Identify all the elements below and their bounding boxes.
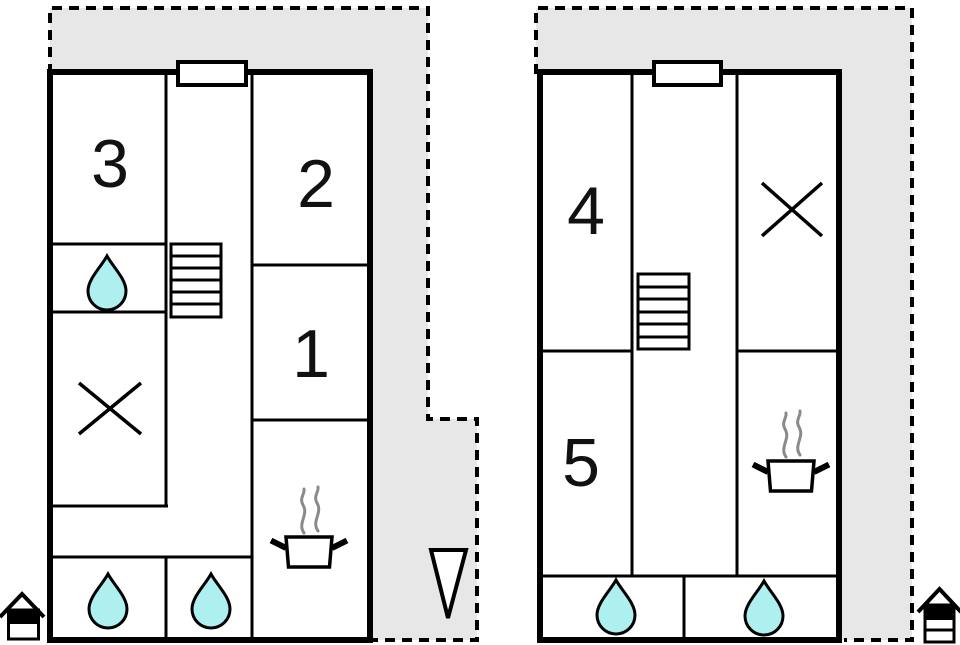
room-label-2: 2 (297, 146, 335, 222)
door-opening (176, 60, 248, 87)
steam-icon (782, 411, 789, 459)
cooking-pot-icon (269, 485, 349, 569)
down-arrow-icon (428, 548, 469, 619)
water-drop-icon (190, 570, 232, 630)
room-label-1: 1 (292, 316, 330, 392)
water-drop-icon (743, 577, 785, 637)
room-label-3: 3 (91, 126, 129, 202)
building-outline (537, 69, 842, 643)
cooking-pot-icon (751, 409, 831, 493)
water-drop-icon (87, 570, 129, 630)
door-opening (652, 60, 723, 87)
water-drop-icon (595, 576, 637, 636)
no-access-x-icon (77, 381, 143, 436)
no-access-x-icon (760, 181, 824, 238)
stairs-icon (169, 242, 223, 319)
room-label-5: 5 (562, 425, 600, 501)
steam-icon (314, 485, 321, 533)
water-drop-icon (86, 252, 128, 312)
terrace-boundary-dashed (48, 6, 479, 642)
entrance-house-icon (0, 591, 46, 641)
steam-icon (300, 487, 307, 535)
plan-left: 3 2 1 (47, 6, 479, 643)
stairs-icon (636, 272, 691, 351)
terrace-boundary-dashed (534, 6, 914, 642)
steam-icon (796, 409, 803, 457)
plan-right: 4 5 (534, 6, 914, 643)
entrance-house-icon (916, 586, 960, 644)
room-label-4: 4 (567, 173, 605, 249)
